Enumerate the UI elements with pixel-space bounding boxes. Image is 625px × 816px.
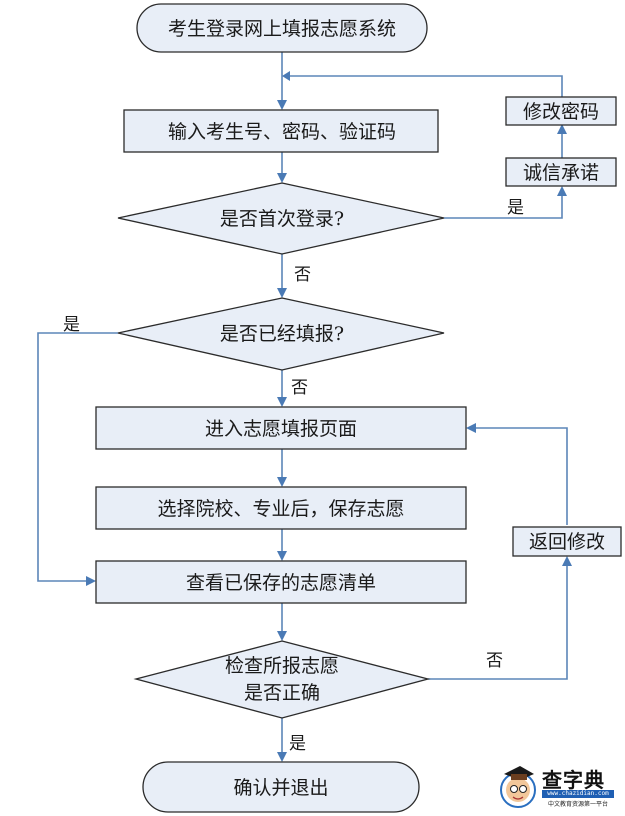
arrow-icon <box>277 551 287 561</box>
edge-label-already-filled-yes: 是 <box>63 315 80 335</box>
node-enter-fill-page-label: 进入志愿填报页面 <box>205 418 357 440</box>
decision-first-login-label: 是否首次登录? <box>220 208 344 230</box>
arrow-icon <box>277 288 287 298</box>
connectors <box>37 52 572 762</box>
node-change-password-label: 修改密码 <box>523 101 599 123</box>
arrow-icon <box>277 477 287 487</box>
watermark-title: 查字典 <box>542 768 605 792</box>
node-integrity-pledge-label: 诚信承诺 <box>523 162 599 184</box>
edge-first-login-yes <box>444 192 563 219</box>
node-input-credentials: 输入考生号、密码、验证码 <box>123 109 439 153</box>
watermark-logo: 查字典 www.chazidian.com 中文教育资源第一平台 <box>498 760 618 810</box>
node-view-saved-list: 查看已保存的志愿清单 <box>95 560 467 604</box>
decision-first-login: 是否首次登录? <box>117 182 445 255</box>
edge-label-check-yes: 是 <box>289 734 306 754</box>
arrow-icon <box>277 397 287 407</box>
edge-already-filled-yes <box>37 332 118 582</box>
edge-change-password-to-input <box>286 75 563 97</box>
edge-label-already-filled-no: 否 <box>291 378 308 398</box>
arrow-icon <box>557 124 567 134</box>
decision-check-label-line1: 检查所报志愿 <box>225 655 339 677</box>
arrow-icon <box>277 752 287 762</box>
arrow-icon <box>557 186 567 196</box>
decision-check-label-line2: 是否正确 <box>244 682 320 704</box>
node-change-password: 修改密码 <box>505 96 617 126</box>
watermark-tagline: 中文教育资源第一平台 <box>547 801 608 808</box>
mascot-icon <box>500 766 536 808</box>
node-start: 考生登录网上填报志愿系统 <box>136 3 428 53</box>
node-integrity-pledge: 诚信承诺 <box>505 157 617 187</box>
node-return-modify: 返回修改 <box>512 526 622 557</box>
edge-label-first-login-yes: 是 <box>507 198 524 218</box>
node-select-and-save-label: 选择院校、专业后，保存志愿 <box>157 498 404 520</box>
edge-label-check-no: 否 <box>486 651 503 671</box>
decision-already-filled-label: 是否已经填报? <box>220 323 344 345</box>
edge-return-to-enter <box>472 427 568 525</box>
arrow-icon <box>86 576 96 586</box>
node-select-and-save: 选择院校、专业后，保存志愿 <box>95 486 467 530</box>
node-return-modify-label: 返回修改 <box>529 531 605 553</box>
arrow-icon <box>466 423 476 433</box>
decision-already-filled: 是否已经填报? <box>117 297 445 371</box>
node-input-credentials-label: 输入考生号、密码、验证码 <box>168 121 396 143</box>
node-view-saved-list-label: 查看已保存的志愿清单 <box>186 572 376 594</box>
node-enter-fill-page: 进入志愿填报页面 <box>95 406 467 450</box>
edge-check-no <box>428 562 568 680</box>
arrow-icon <box>277 631 287 641</box>
edge-label-first-login-no: 否 <box>294 265 311 285</box>
decision-check: 检查所报志愿 是否正确 <box>133 640 431 719</box>
node-start-label: 考生登录网上填报志愿系统 <box>168 18 396 40</box>
arrow-icon <box>562 556 572 566</box>
watermark-url: www.chazidian.com <box>542 790 614 798</box>
arrow-icon <box>277 173 287 183</box>
node-end-label: 确认并退出 <box>233 777 328 799</box>
arrow-icon <box>277 100 287 110</box>
arrow-icon <box>282 71 290 81</box>
node-end: 确认并退出 <box>142 761 420 813</box>
